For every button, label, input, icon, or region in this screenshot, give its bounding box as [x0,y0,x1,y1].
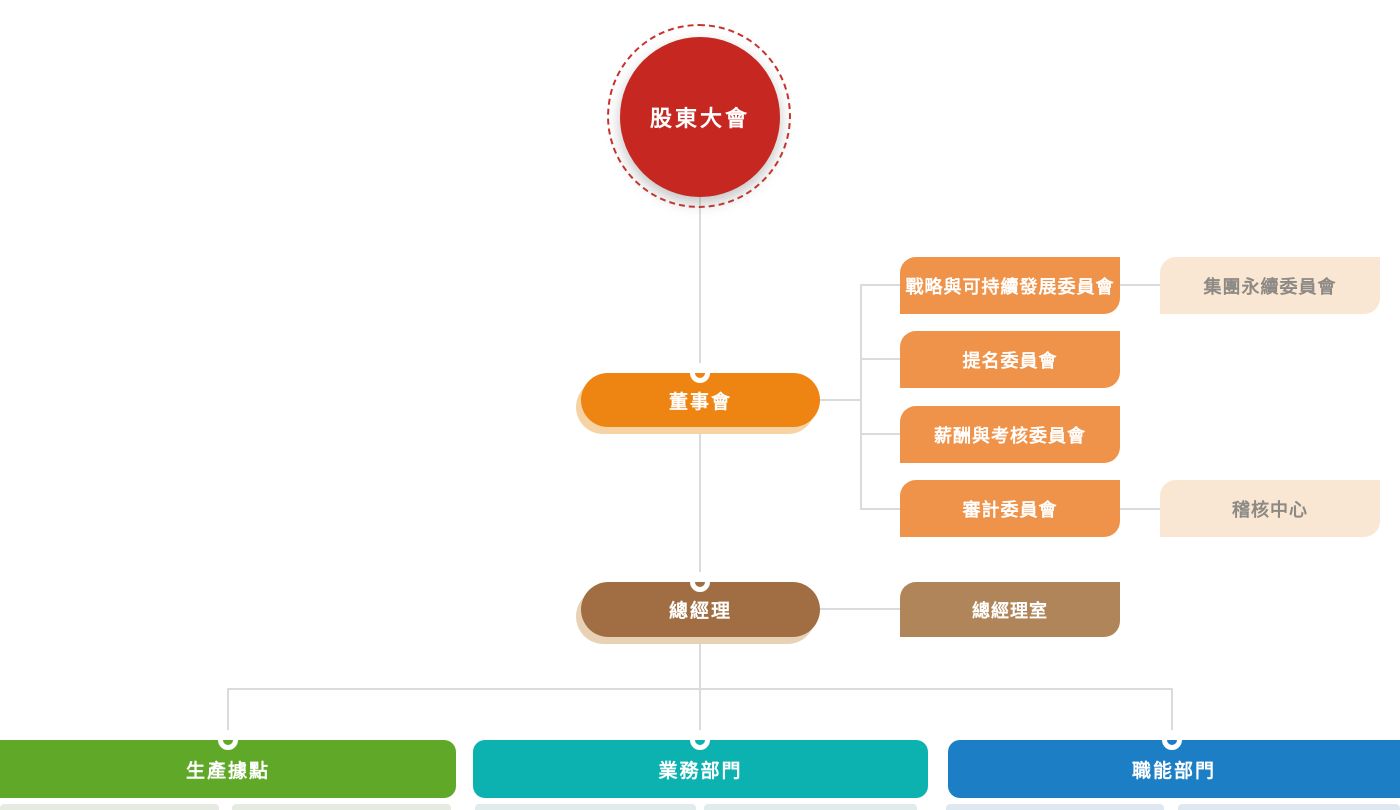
node-label: 稽核中心 [1232,499,1308,520]
node-committee-compensation: 薪酬與考核委員會 [900,406,1120,463]
connector-dot [690,363,710,383]
node-label: 總經理 [668,601,732,622]
subbox-strip [232,804,451,810]
subbox-strip [704,804,917,810]
node-label: 生產據點 [185,760,270,782]
connector-line [227,688,229,731]
node-label: 職能部門 [1131,760,1216,782]
node-general-manager: 總經理 [581,582,820,637]
connector-line [860,508,900,510]
connector-line [860,433,900,435]
subbox-strip [475,804,696,810]
connector-line [860,284,900,286]
subbox-strip [1178,804,1400,810]
connector-line [699,427,701,573]
connector-line [820,399,862,401]
connector-line [699,637,701,689]
node-label: 戰略與可持續發展委員會 [905,276,1115,297]
node-label: 股東大會 [649,106,750,131]
node-label: 集團永續委員會 [1203,276,1337,297]
connector-dot [690,572,710,592]
connector-line [699,196,701,364]
node-label: 審計委員會 [962,499,1058,520]
node-board-of-directors: 董事會 [581,373,820,427]
subbox-strip [0,804,219,810]
connector-line [699,688,701,731]
node-shareholders-meeting: 股東大會 [620,37,780,197]
node-label: 業務部門 [658,760,743,782]
node-label: 總經理室 [972,600,1048,621]
connector-dot [218,730,238,750]
connector-dot [690,730,710,750]
node-committee-audit: 審計委員會 [900,480,1120,537]
node-label: 董事會 [668,391,732,413]
node-committee-nomination: 提名委員會 [900,331,1120,388]
connector-line [820,608,900,610]
connector-line [860,284,862,510]
node-group-sustainability-committee: 集團永續委員會 [1160,257,1380,314]
connector-line [1120,284,1160,286]
node-audit-center: 稽核中心 [1160,480,1380,537]
node-gm-office: 總經理室 [900,582,1120,637]
node-label: 薪酬與考核委員會 [934,425,1086,446]
connector-dot [1162,730,1182,750]
node-committee-strategy: 戰略與可持續發展委員會 [900,257,1120,314]
connector-line [1120,508,1160,510]
node-label: 提名委員會 [962,350,1058,371]
subbox-strip [946,804,1164,810]
connector-line [1171,688,1173,731]
shareholders-dashed-ring [607,24,791,208]
connector-line [860,358,900,360]
